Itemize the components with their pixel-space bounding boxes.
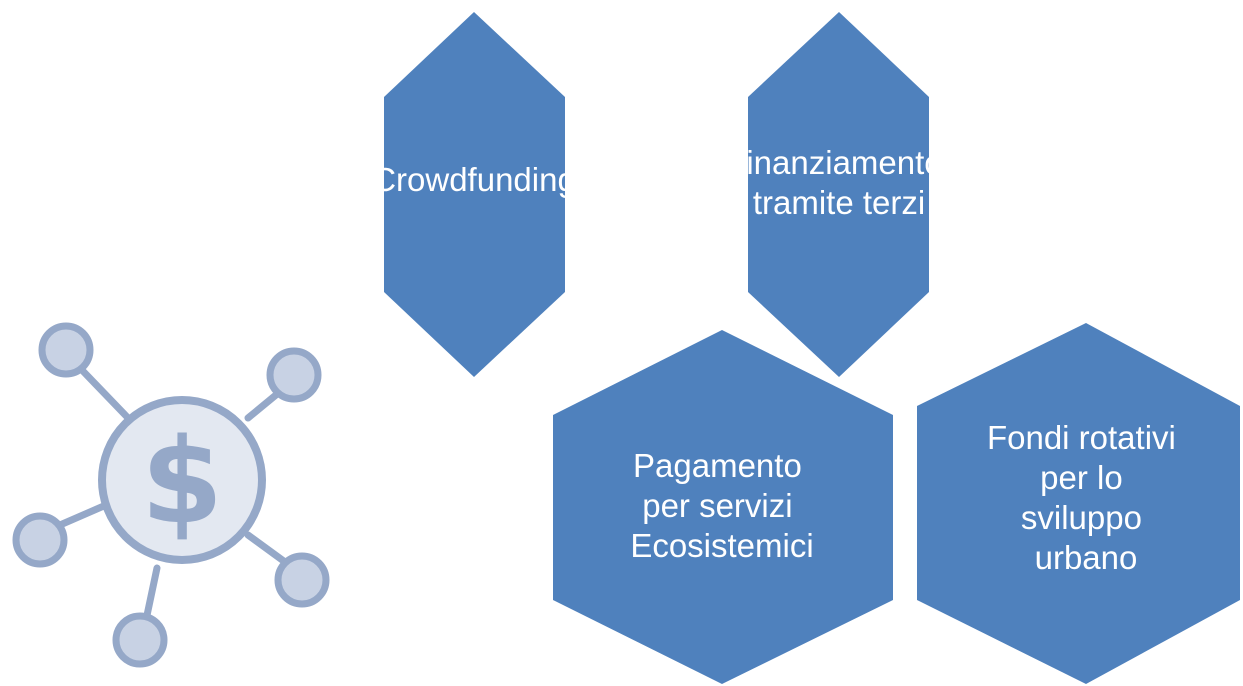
icon-spoke (142, 564, 161, 624)
hexagon-label-line: sviluppo (1021, 499, 1142, 536)
icon-node (38, 322, 94, 378)
hexagon-label-line: per servizi (642, 487, 792, 524)
hexagon-label: Crowdfunding (372, 161, 576, 198)
hexagon-label-line: Finanziamento (726, 144, 942, 181)
hexagon-finanziamento: Finanziamento tramite terzi (726, 12, 952, 377)
hexagon-label-line: Pagamento (633, 447, 802, 484)
icon-spoke (244, 531, 289, 566)
icon-node (12, 512, 68, 568)
icon-coin (98, 396, 266, 564)
icon-node (266, 347, 322, 403)
icon-spoke (56, 501, 110, 529)
hexagon-shape (917, 323, 1240, 684)
hexagon-label-line: tramite terzi (753, 184, 925, 221)
dollar-icon: $ (141, 412, 223, 550)
icon-node (112, 612, 168, 668)
hexagon-label-line: Fondi rotativi (987, 419, 1176, 456)
hexagon-label: Finanziamento tramite terzi (726, 144, 952, 221)
hexagon-label-line: Ecosistemici (630, 527, 813, 564)
hexagon-shape (748, 12, 929, 377)
hexagon-fondi: Fondi rotativi per lo sviluppo urbano (917, 323, 1240, 684)
hexagon-label-line: urbano (1035, 539, 1138, 576)
hexagon-label-line: Crowdfunding (372, 161, 576, 198)
hexagon-shape (384, 12, 565, 377)
icon-spoke (76, 364, 134, 424)
hexagon-label: Fondi rotativi per lo sviluppo urbano (987, 419, 1185, 576)
dollar-network-icon: $ (12, 322, 330, 668)
hexagon-crowdfunding: Crowdfunding (372, 12, 576, 377)
hexagon-pagamento: Pagamento per servizi Ecosistemici (553, 330, 893, 684)
icon-node (274, 552, 330, 608)
hexagon-label: Pagamento per servizi Ecosistemici (630, 447, 813, 564)
hexagon-label-line: per lo (1040, 459, 1123, 496)
hexagon-shape (553, 330, 893, 684)
